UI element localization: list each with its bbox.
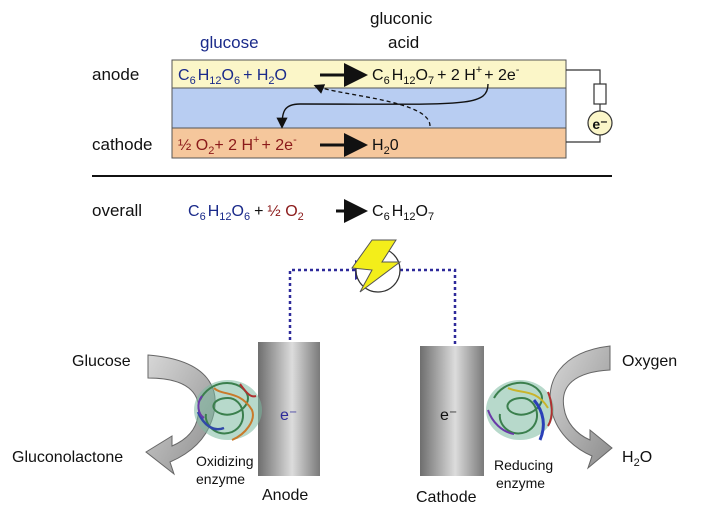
anode-label: anode: [92, 65, 139, 84]
water-label: H2O: [622, 449, 652, 469]
oxidizing-enzyme-label-2: enzyme: [196, 471, 245, 487]
oxidizing-enzyme-structure: [194, 380, 262, 441]
anode-electron-label: e⁻: [280, 407, 297, 424]
cathode-equation-product: H20: [372, 137, 399, 157]
cathode-label: cathode: [92, 135, 153, 154]
cathode-bottom-label: Cathode: [416, 489, 477, 506]
reducing-enzyme-label-1: Reducing: [494, 457, 553, 473]
overall-label: overall: [92, 201, 142, 220]
dashed-return-arrow: [313, 84, 431, 127]
electron-circuit-symbol: e⁻: [592, 116, 607, 132]
glucose-label-bottom: Glucose: [72, 353, 131, 370]
gluconolactone-label: Gluconolactone: [12, 449, 123, 466]
electron-flow-path: [288, 260, 375, 340]
reducing-enzyme-structure: [486, 380, 554, 441]
lightning-bolt-icon: [351, 239, 402, 293]
fuel-cell-illustration: e⁻ Anode e⁻ Cathode Glucose: [12, 239, 677, 506]
oxygen-label: Oxygen: [622, 353, 677, 370]
gluconic-label-line2: acid: [388, 33, 419, 52]
cathode-band: [171, 127, 567, 159]
cathode-equation: ½ O2+ 2 H++ 2e-: [178, 134, 297, 157]
gluconic-label-line1: gluconic: [370, 9, 433, 28]
cathode-electron-label: e⁻: [440, 407, 457, 424]
oxygen-conversion-arrow: [549, 345, 613, 470]
proton-transfer-arrow: [276, 83, 489, 129]
oxidizing-enzyme-label-1: Oxidizing: [196, 453, 254, 469]
anode-band: [171, 59, 567, 89]
reducing-enzyme-label-2: enzyme: [496, 475, 545, 491]
glucose-label: glucose: [200, 33, 259, 52]
electron-circuit-icon: [587, 110, 613, 136]
electron-flow-path-right: [400, 268, 465, 380]
cathode-electrode: [420, 346, 484, 476]
anode-bottom-label: Anode: [262, 487, 308, 504]
anode-electrode: [258, 342, 320, 476]
resistor-icon: [593, 83, 607, 105]
membrane-band: [171, 87, 567, 129]
